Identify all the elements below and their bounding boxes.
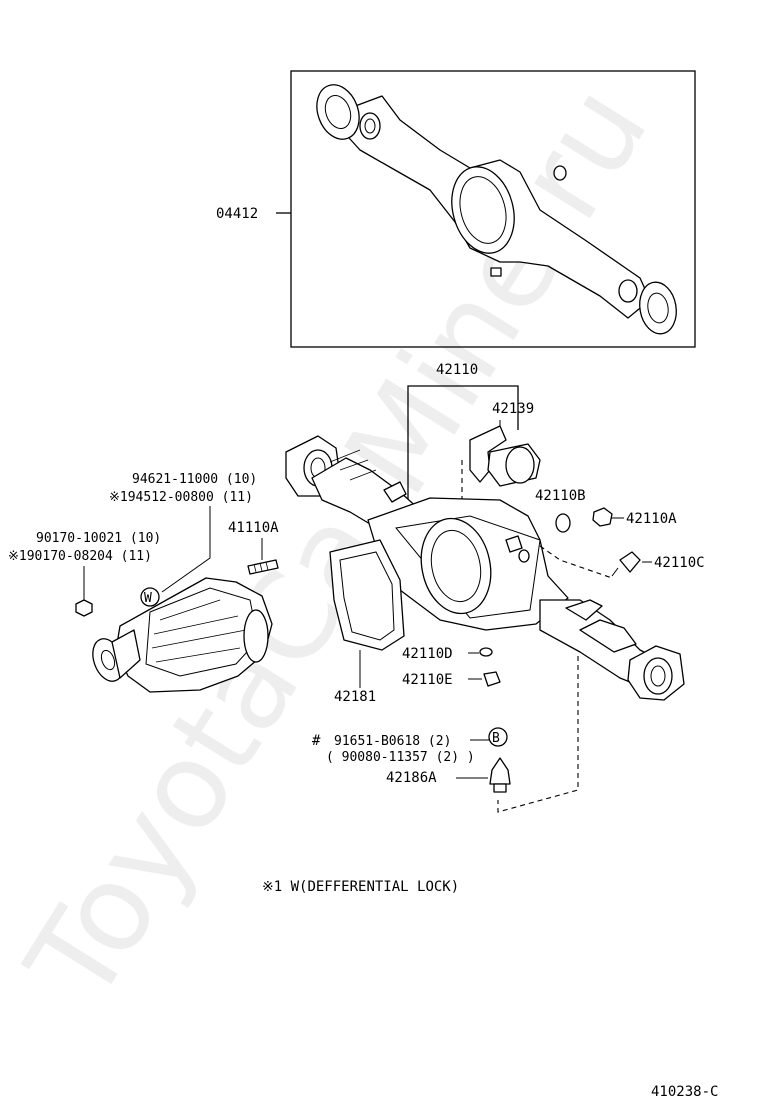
plug-42110b-drawing xyxy=(555,513,571,533)
label-90170-10021: 90170-10021 (10) xyxy=(36,531,161,546)
leader-94621 xyxy=(161,506,211,593)
label-94621: 94621-11000 (10) xyxy=(132,472,257,487)
assembly-box xyxy=(290,70,696,348)
axle-housing-drawing xyxy=(285,435,685,701)
label-41110a: 41110A xyxy=(228,520,279,536)
label-42110b: 42110B xyxy=(535,488,586,504)
callout-w-label: W xyxy=(144,591,152,606)
hash-marker: # xyxy=(312,733,321,749)
dashed-42186a xyxy=(497,656,579,813)
callout-b xyxy=(488,727,508,747)
footnote: ※1 W(DEFFERENTIAL LOCK) xyxy=(262,879,459,895)
bolt-42110a-drawing xyxy=(592,507,613,527)
label-42110d: 42110D xyxy=(402,646,453,662)
stud-bolt-41110a-drawing xyxy=(247,559,279,575)
diagram-code: 410238-C xyxy=(651,1084,718,1100)
dashed-42110c xyxy=(539,545,613,579)
breather-plug-42186a-drawing xyxy=(489,757,511,793)
breather-42110c-drawing xyxy=(611,551,641,577)
label-04412: 04412 xyxy=(216,206,258,222)
differential-carrier-drawing xyxy=(92,577,273,693)
label-190170: ※190170-08204 (11) xyxy=(8,549,152,564)
axle-housing-assembly-drawing xyxy=(316,84,677,335)
label-42186a: 42186A xyxy=(386,770,437,786)
label-194512: ※194512-00800 (11) xyxy=(109,490,253,505)
gasket-42110d-drawing xyxy=(479,647,493,657)
label-42110c: 42110C xyxy=(654,555,705,571)
label-42181: 42181 xyxy=(334,689,376,705)
leader-42110-bracket xyxy=(407,385,519,424)
label-42110: 42110 xyxy=(436,362,478,378)
label-42139: 42139 xyxy=(492,401,534,417)
label-91651: 91651-B0618 (2) xyxy=(334,734,451,749)
housing-bracket-drawing xyxy=(461,425,541,500)
label-42110a: 42110A xyxy=(626,511,677,527)
label-42110e: 42110E xyxy=(402,672,453,688)
plug-42110e-drawing xyxy=(483,671,501,687)
gasket-ring-42181-drawing xyxy=(329,539,405,651)
callout-w xyxy=(140,587,160,607)
callout-b-label: B xyxy=(492,731,500,746)
carrier-nut-drawing xyxy=(75,599,93,617)
label-90080: ( 90080-11357 (2) ) xyxy=(326,750,475,765)
